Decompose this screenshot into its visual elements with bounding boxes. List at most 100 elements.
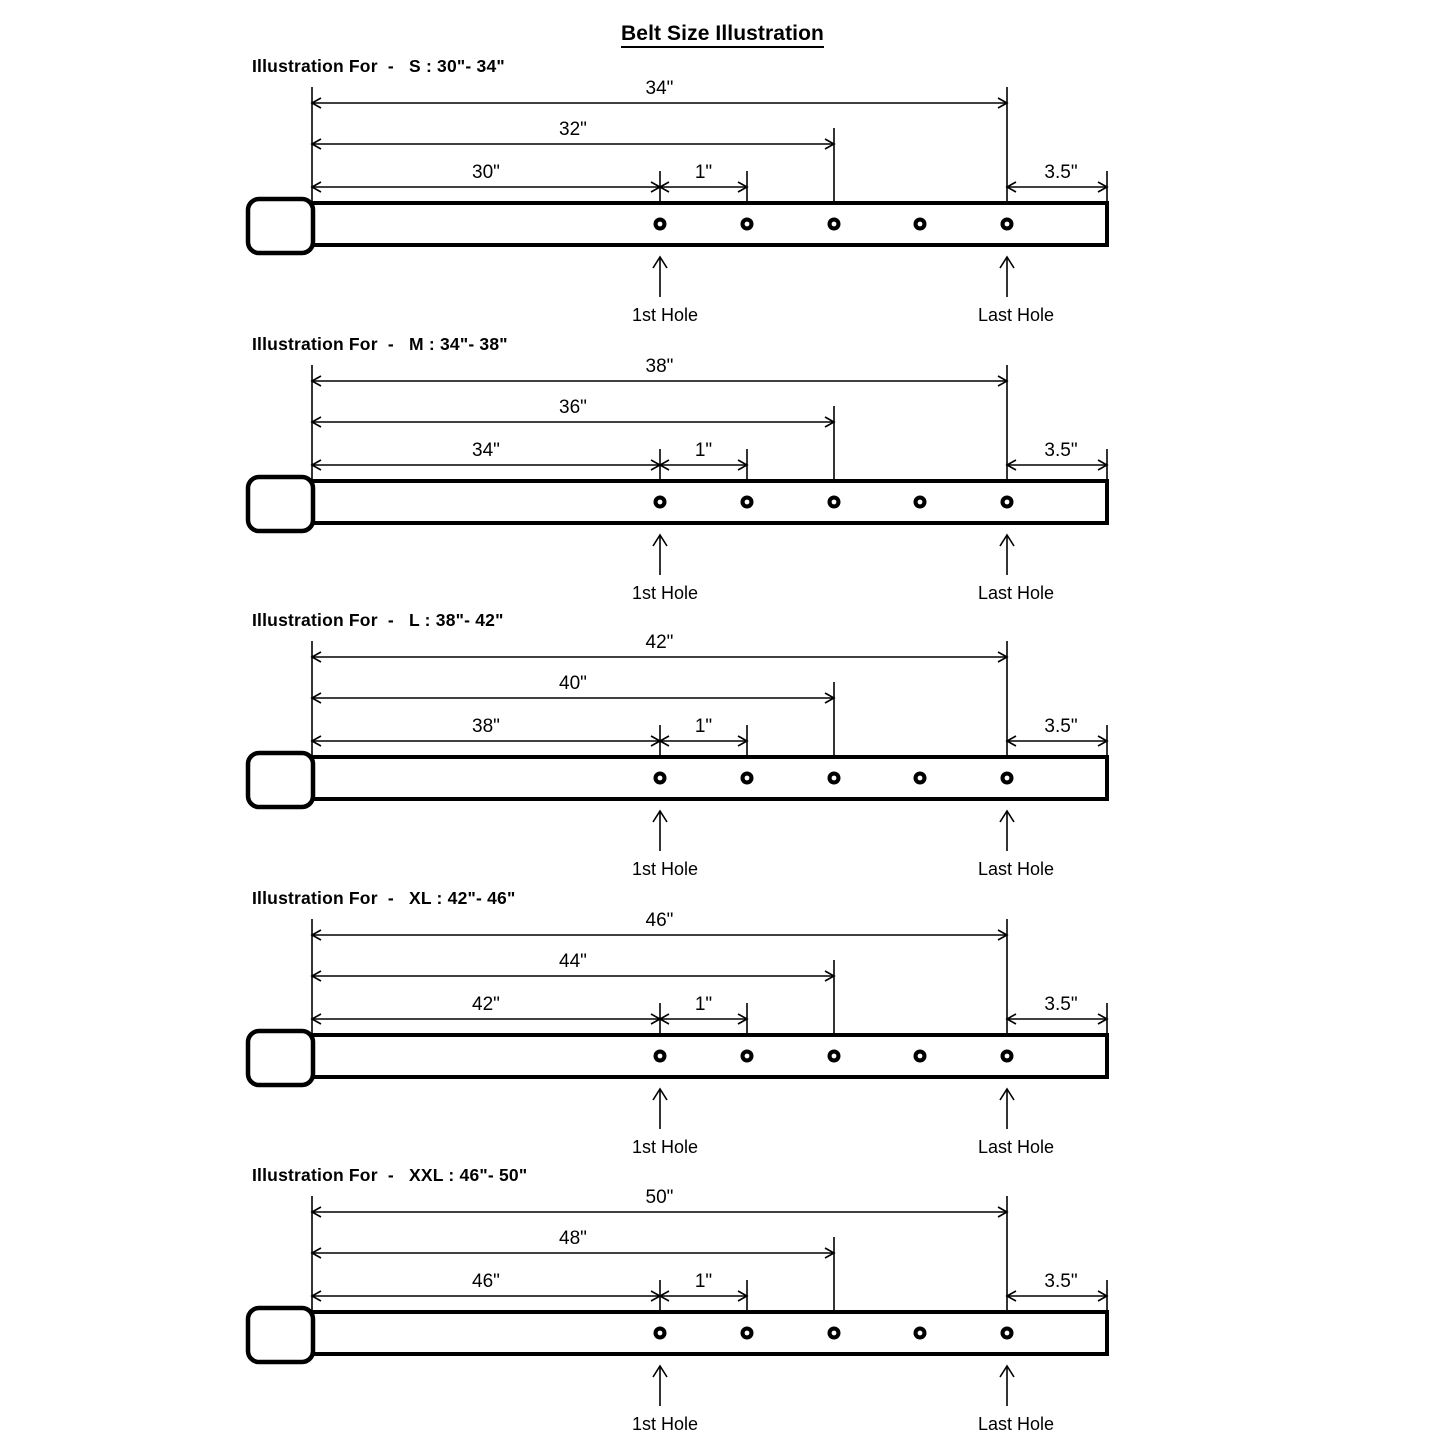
belt-hole-4 xyxy=(913,1326,927,1340)
dimension-label-hole-spacing: 1" xyxy=(695,716,712,737)
dimension-arrow-middle-length xyxy=(310,416,836,428)
first-hole-pointer-arrow xyxy=(652,809,668,851)
dimension-label-tail: 3.5" xyxy=(1044,440,1077,461)
page-title-text: Belt Size Illustration xyxy=(621,22,824,48)
belt-hole-5 xyxy=(1000,1326,1014,1340)
dimension-label-middle: 36" xyxy=(559,397,587,418)
dimension-arrow-total-length xyxy=(310,929,1009,941)
dimension-arrow-middle-length xyxy=(310,138,836,150)
first-hole-label: 1st Hole xyxy=(632,859,698,879)
dimension-arrow-tail-length xyxy=(1005,459,1109,471)
belt-hole-1 xyxy=(653,495,667,509)
dimension-label-tail: 3.5" xyxy=(1044,1271,1077,1292)
belt-hole-1 xyxy=(653,217,667,231)
dimension-arrow-tail-length xyxy=(1005,1290,1109,1302)
first-hole-label: 1st Hole xyxy=(632,305,698,325)
dimension-arrow-total-length xyxy=(310,375,1009,387)
section-title-xl: Illustration For - XL : 42"- 46" xyxy=(252,888,516,908)
dimension-label-first-hole: 42" xyxy=(472,994,500,1015)
dimension-label-first-hole: 46" xyxy=(472,1271,500,1292)
belt-section-xxl: Illustration For - XXL : 46"- 50" 50"48"… xyxy=(0,1165,1445,1443)
belt-hole-2 xyxy=(740,217,754,231)
dimension-label-middle: 40" xyxy=(559,673,587,694)
last-hole-pointer-arrow xyxy=(999,1364,1015,1406)
first-hole-label: 1st Hole xyxy=(632,583,698,603)
dimension-label-middle: 44" xyxy=(559,951,587,972)
section-title-xxl: Illustration For - XXL : 46"- 50" xyxy=(252,1165,528,1185)
page-title: Belt Size Illustration xyxy=(0,22,1445,48)
dimension-label-total: 38" xyxy=(646,356,674,377)
dimension-label-first-hole: 38" xyxy=(472,716,500,737)
belt-section-m: Illustration For - M : 34"- 38" 38"36"34… xyxy=(0,334,1445,612)
belt-hole-4 xyxy=(913,495,927,509)
belt-hole-2 xyxy=(740,771,754,785)
dimension-arrow-tail-length xyxy=(1005,181,1109,193)
dimension-arrow-middle-length xyxy=(310,970,836,982)
last-hole-label: Last Hole xyxy=(978,859,1054,879)
dimension-arrow-middle-length xyxy=(310,1247,836,1259)
last-hole-pointer-arrow xyxy=(999,533,1015,575)
last-hole-pointer-arrow xyxy=(999,1087,1015,1129)
dimension-label-total: 46" xyxy=(646,910,674,931)
belt-hole-5 xyxy=(1000,217,1014,231)
dimension-arrow-tail-length xyxy=(1005,735,1109,747)
belt-hole-5 xyxy=(1000,1049,1014,1063)
belt-hole-3 xyxy=(827,217,841,231)
belt-buckle xyxy=(245,474,316,534)
dimension-label-middle: 48" xyxy=(559,1228,587,1249)
dimension-arrow-first-hole-length xyxy=(310,1013,662,1025)
belt-strap xyxy=(310,1310,1109,1356)
first-hole-label: 1st Hole xyxy=(632,1414,698,1434)
dimension-arrow-tail-length xyxy=(1005,1013,1109,1025)
dimension-arrow-first-hole-length xyxy=(310,1290,662,1302)
dimension-label-hole-spacing: 1" xyxy=(695,1271,712,1292)
dimension-arrow-hole-spacing xyxy=(658,1013,749,1025)
belt-strap xyxy=(310,1033,1109,1079)
dimension-arrow-first-hole-length xyxy=(310,459,662,471)
belt-hole-4 xyxy=(913,1049,927,1063)
belt-strap xyxy=(310,755,1109,801)
belt-hole-1 xyxy=(653,1326,667,1340)
dimension-arrow-total-length xyxy=(310,97,1009,109)
belt-strap xyxy=(310,201,1109,247)
dimension-arrow-hole-spacing xyxy=(658,459,749,471)
belt-hole-2 xyxy=(740,1049,754,1063)
dimension-arrow-total-length xyxy=(310,1206,1009,1218)
belt-section-l: Illustration For - L : 38"- 42" 42"40"38… xyxy=(0,610,1445,888)
belt-hole-4 xyxy=(913,771,927,785)
dimension-label-first-hole: 30" xyxy=(472,162,500,183)
belt-buckle xyxy=(245,750,316,810)
belt-section-s: Illustration For - S : 30"- 34" 34" 32" 30… xyxy=(0,56,1445,334)
dimension-label-tail: 3.5" xyxy=(1044,716,1077,737)
dimension-arrow-hole-spacing xyxy=(658,1290,749,1302)
dimension-arrow-first-hole-length xyxy=(310,735,662,747)
first-hole-pointer-arrow xyxy=(652,255,668,297)
dimension-arrow-hole-spacing xyxy=(658,181,749,193)
belt-hole-3 xyxy=(827,1049,841,1063)
dimension-arrow-first-hole-length xyxy=(310,181,662,193)
first-hole-pointer-arrow xyxy=(652,533,668,575)
section-title-s: Illustration For - S : 30"- 34" xyxy=(252,56,505,76)
belt-hole-1 xyxy=(653,771,667,785)
belt-hole-1 xyxy=(653,1049,667,1063)
dimension-label-hole-spacing: 1" xyxy=(695,440,712,461)
dimension-label-total: 34" xyxy=(646,78,674,99)
belt-hole-2 xyxy=(740,495,754,509)
belt-hole-3 xyxy=(827,495,841,509)
belt-hole-5 xyxy=(1000,771,1014,785)
belt-hole-4 xyxy=(913,217,927,231)
dimension-arrow-hole-spacing xyxy=(658,735,749,747)
dimension-label-first-hole: 34" xyxy=(472,440,500,461)
belt-strap xyxy=(310,479,1109,525)
dimension-label-middle: 32" xyxy=(559,119,587,140)
belt-section-xl: Illustration For - XL : 42"- 46" 46" 44" 4… xyxy=(0,888,1445,1166)
